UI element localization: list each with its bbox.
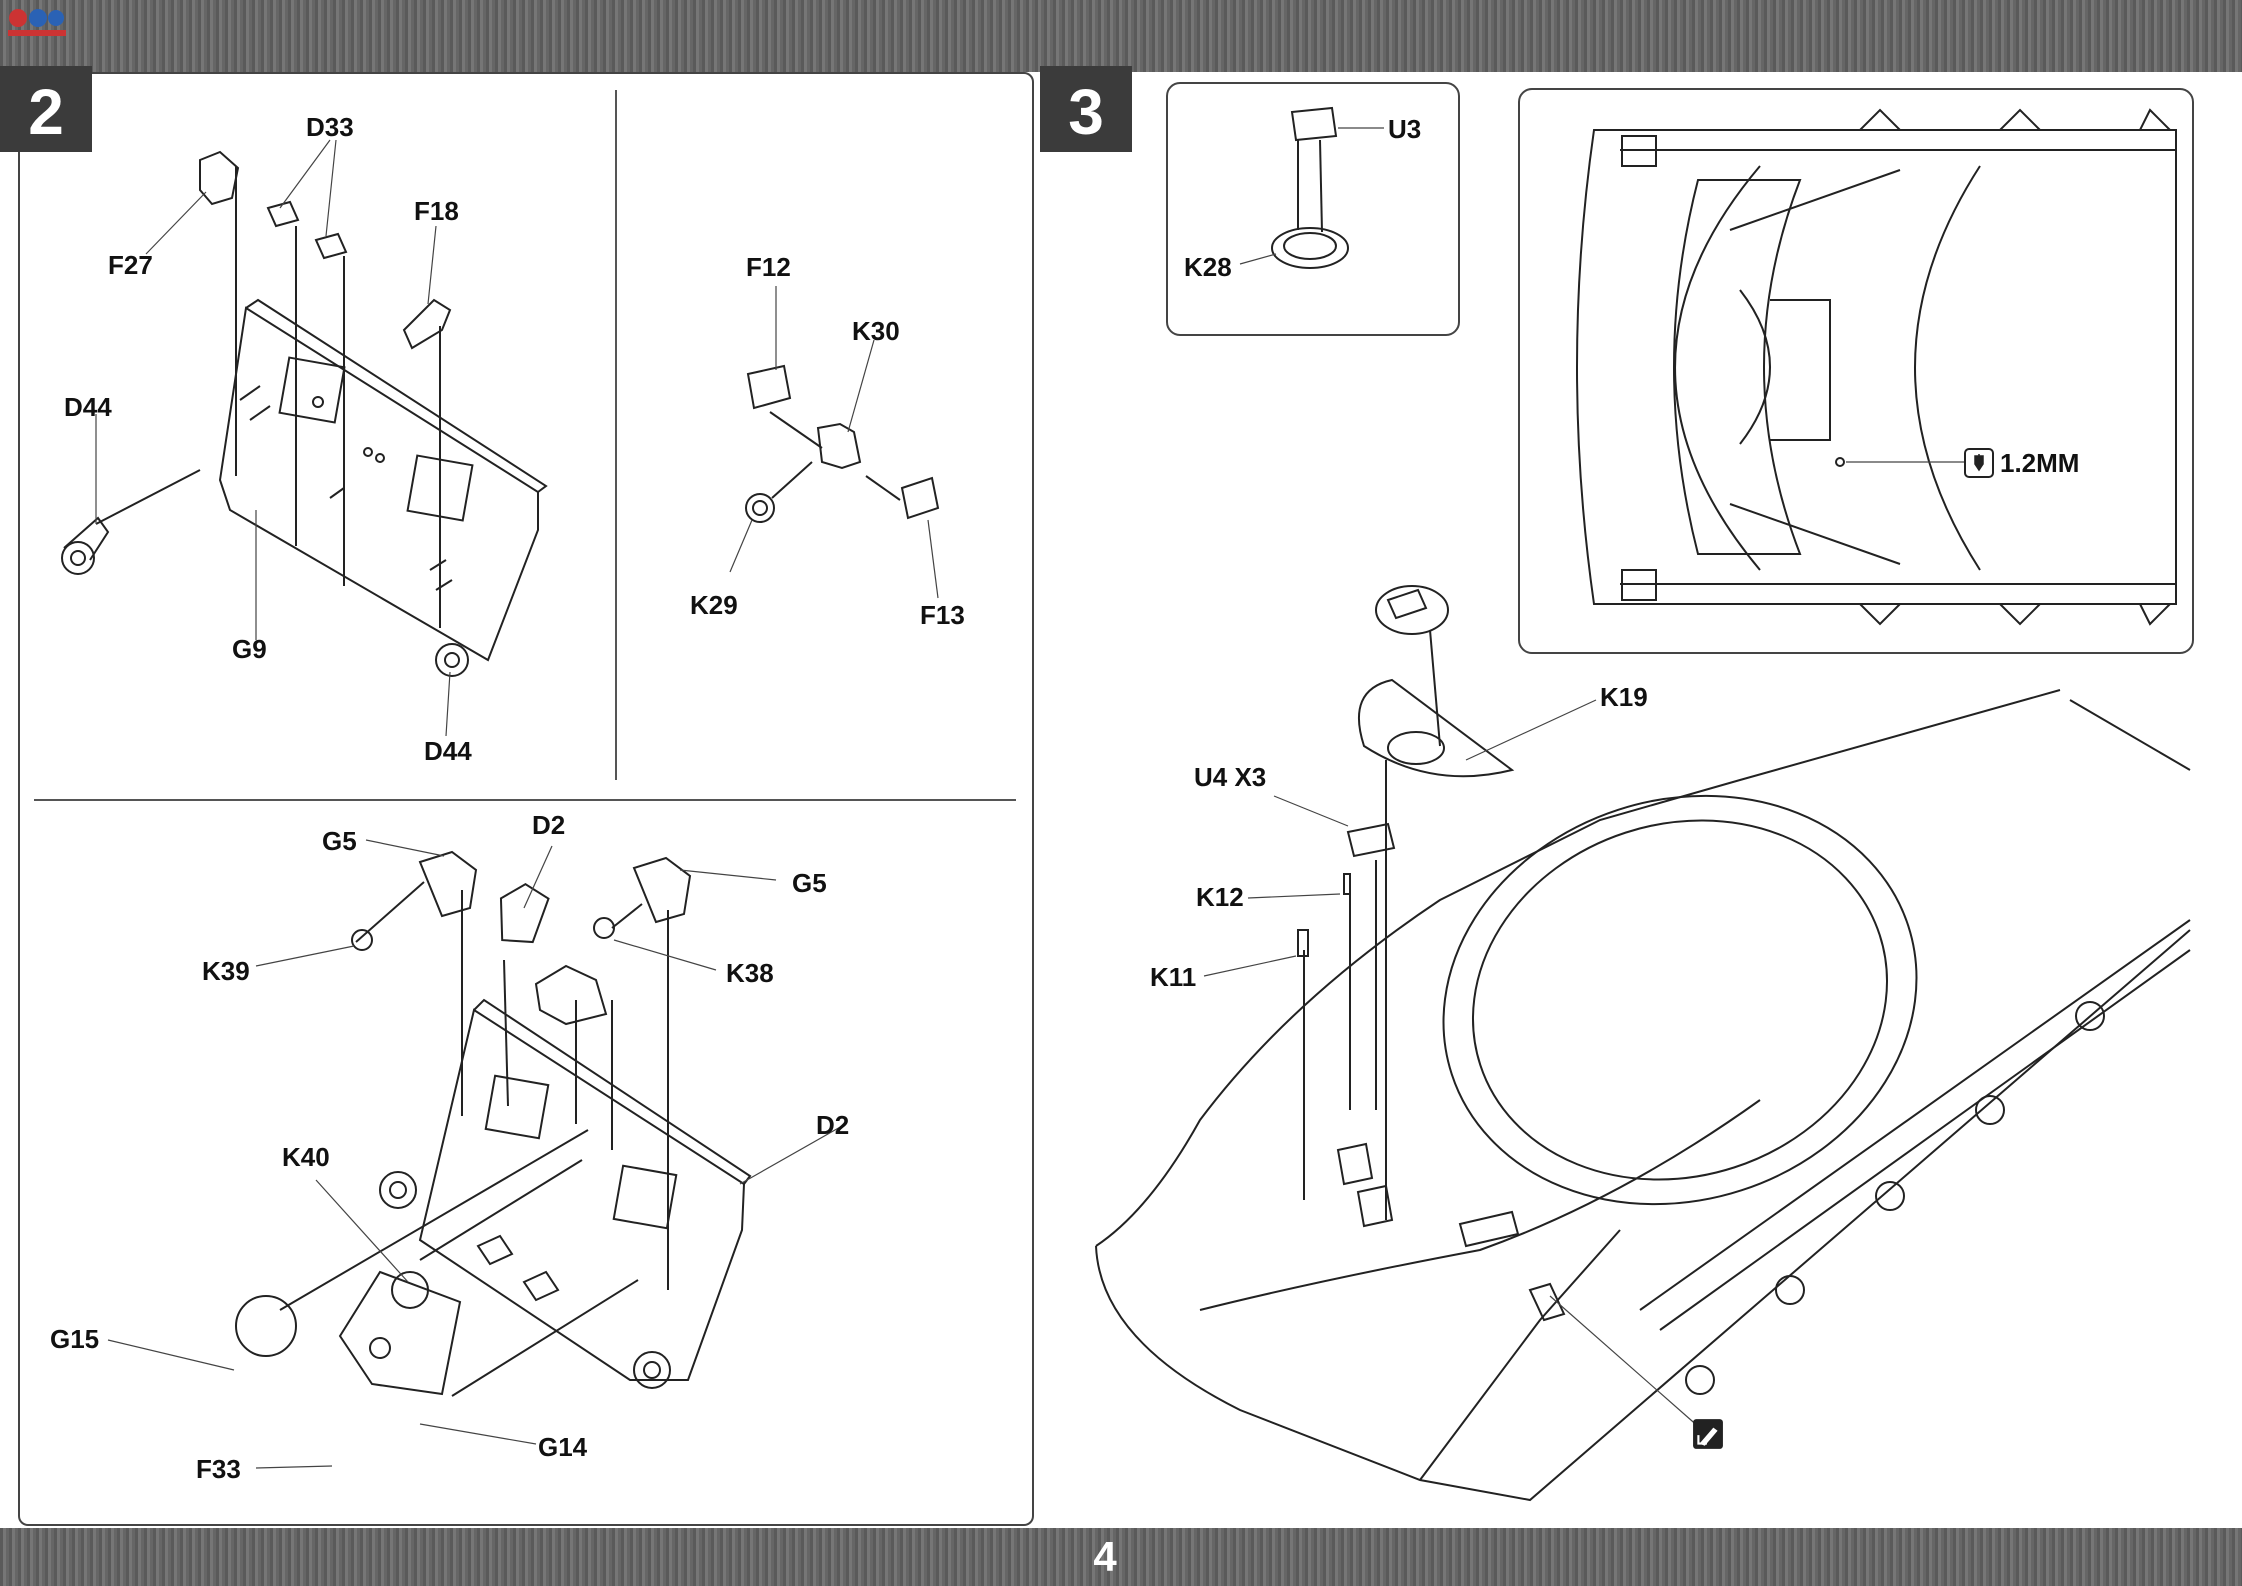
- part-label-g14: G14: [538, 1432, 588, 1462]
- g9-plate-drawing: [62, 152, 546, 676]
- part-label-k28: K28: [1184, 252, 1232, 282]
- part-label-d2-right: D2: [816, 1110, 850, 1140]
- part-label-g15: G15: [50, 1324, 100, 1354]
- part-label-k12: K12: [1196, 882, 1244, 912]
- part-label-k30: K30: [852, 316, 900, 346]
- part-label-f33: F33: [196, 1454, 241, 1484]
- hull-top-view-drawing: [1577, 110, 2176, 624]
- part-label-f12: F12: [746, 252, 791, 282]
- part-label-d2-top: D2: [532, 810, 566, 840]
- part-label-g5-left: G5: [322, 826, 357, 856]
- u3-k28-drawing: [1272, 108, 1348, 268]
- part-label-k11: K11: [1150, 962, 1197, 992]
- step-2-badge: 2: [0, 66, 92, 152]
- part-label-k29: K29: [690, 590, 738, 620]
- part-label-k19: K19: [1600, 682, 1648, 712]
- part-label-g9: G9: [232, 634, 267, 664]
- page-number: 4: [1093, 1533, 1117, 1580]
- part-label-d33: D33: [306, 112, 354, 142]
- part-label-u3: U3: [1388, 114, 1422, 144]
- part-label-k40: K40: [282, 1142, 330, 1172]
- k30-assembly-drawing: [746, 366, 938, 522]
- main-hull-drawing: [1096, 690, 2190, 1500]
- drill-size-label: 1.2MM: [2000, 448, 2080, 478]
- top-header-band: [0, 0, 2242, 72]
- step-3-hull-inset: [1518, 88, 2194, 654]
- lower-plate-assembly-drawing: [236, 852, 750, 1394]
- part-label-u4x3: U4 X3: [1194, 762, 1267, 792]
- drill-icon: [1964, 448, 1994, 478]
- part-label-f27: F27: [108, 250, 153, 280]
- step-3-badge: 3: [1040, 66, 1132, 152]
- part-label-f18: F18: [414, 196, 459, 226]
- publisher-logo: [8, 9, 66, 36]
- part-label-g5-right: G5: [792, 868, 827, 898]
- u4-k12-k11-parts: [1298, 824, 1394, 956]
- part-label-k38: K38: [726, 958, 774, 988]
- part-label-d44-bottom: D44: [424, 736, 472, 766]
- part-label-f13: F13: [920, 600, 965, 630]
- part-label-k39: K39: [202, 956, 250, 986]
- part-label-d44-top: D44: [64, 392, 112, 422]
- glue-icon: [1693, 1419, 1723, 1449]
- step-3-u3-inset: [1166, 82, 1460, 336]
- bottom-footer-band: [0, 1528, 2242, 1586]
- k19-drawing: [1359, 586, 1512, 776]
